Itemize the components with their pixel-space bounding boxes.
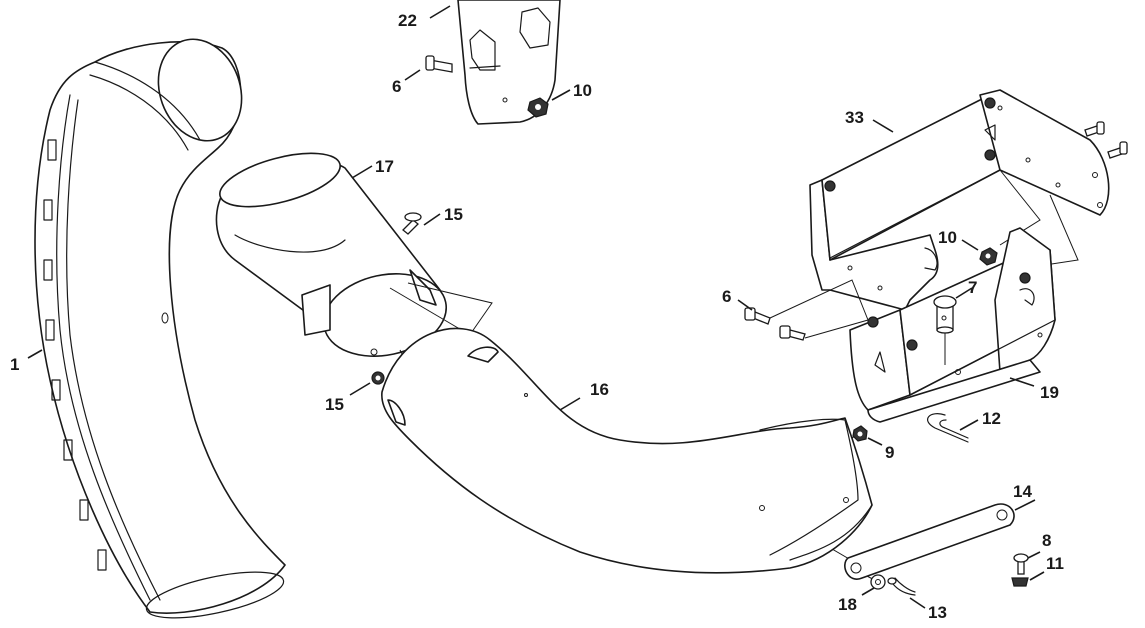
callout-33: 33 (845, 108, 864, 127)
cotter-pin-part-13: 13 (887, 577, 947, 622)
bracket-part-22: 22 (398, 0, 561, 125)
callout-15-top: 15 (444, 205, 463, 224)
callout-17: 17 (375, 157, 394, 176)
nut-part-15-bottom: 15 (325, 371, 385, 414)
nut-part-10-middle: 10 (938, 228, 998, 266)
bolt-part-6-top: 6 (392, 55, 453, 96)
base-bracket-part-19: 19 (849, 227, 1059, 423)
callout-9: 9 (885, 443, 894, 462)
callout-14: 14 (1013, 482, 1032, 501)
washer-part-18: 18 (838, 574, 886, 614)
chute-hinge-tabs (43, 139, 107, 571)
discharge-chute-part-1: 1 (10, 38, 286, 619)
bolt-part-6-middle: 6 (722, 279, 869, 341)
callout-22: 22 (398, 11, 417, 30)
screw-part-15-top: 15 (402, 205, 463, 235)
bolts-bracket-33 (999, 121, 1128, 266)
callout-6-top: 6 (392, 77, 401, 96)
nut-part-9: 9 (852, 425, 894, 462)
callout-19: 19 (1040, 383, 1059, 402)
lower-chute-part-16: 16 (381, 327, 873, 574)
pin-part-7: 7 (933, 278, 977, 365)
callout-10-top: 10 (573, 81, 592, 100)
callout-1: 1 (10, 355, 19, 374)
nut-part-10-top: 10 (527, 81, 592, 118)
callout-15-bottom: 15 (325, 395, 344, 414)
callout-7: 7 (968, 278, 977, 297)
callout-10-middle: 10 (938, 228, 957, 247)
callout-12: 12 (982, 409, 1001, 428)
callout-11: 11 (1046, 554, 1064, 573)
link-arm-part-14: 14 (844, 482, 1036, 580)
callout-13: 13 (928, 603, 947, 622)
bolt-part-8: 8 (1013, 531, 1051, 575)
callout-18: 18 (838, 595, 857, 614)
callout-6-middle: 6 (722, 287, 731, 306)
mount-bracket-part-33: 33 (809, 89, 1110, 311)
nut-part-11: 11 (1011, 554, 1064, 587)
hairpin-part-12: 12 (927, 409, 1001, 443)
adapter-part-17: 17 (215, 152, 448, 357)
callout-16: 16 (590, 380, 609, 399)
callout-8: 8 (1042, 531, 1051, 550)
